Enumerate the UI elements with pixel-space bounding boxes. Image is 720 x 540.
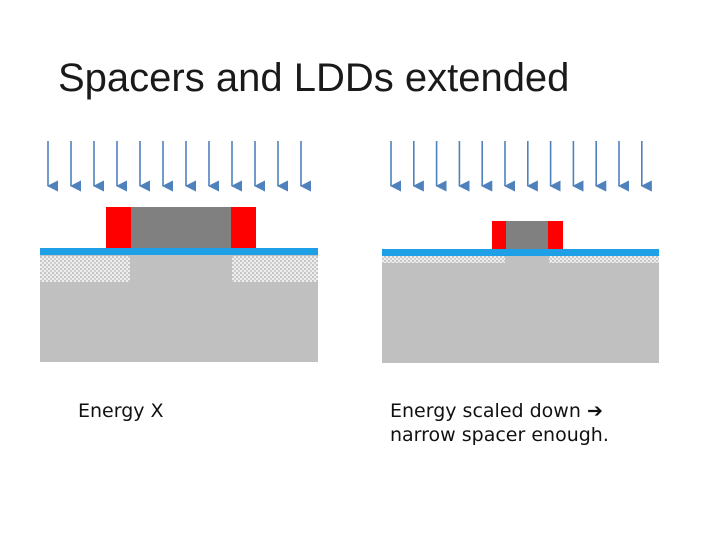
right-device: [382, 141, 659, 363]
right-source-ldd: [382, 256, 505, 263]
left-source-ldd: [40, 256, 130, 282]
left-oxide-layer: [40, 248, 318, 255]
right-drain-ldd: [549, 256, 659, 263]
right-spacer-left: [492, 221, 506, 249]
right-caption-line2: narrow spacer enough.: [390, 424, 609, 446]
left-drain-ldd: [232, 256, 318, 282]
slide-title: Spacers and LDDs extended: [58, 56, 570, 100]
left-device: [40, 141, 318, 362]
right-gate: [506, 221, 548, 249]
right-implant-arrows: [389, 141, 652, 192]
right-substrate: [382, 252, 659, 363]
left-spacer-left: [106, 207, 131, 248]
right-oxide-layer: [382, 249, 659, 256]
right-caption: Energy scaled down ➔ narrow spacer enoug…: [390, 399, 609, 447]
left-spacer-right: [231, 207, 256, 248]
right-arrow-icon: ➔: [586, 400, 603, 422]
left-gate: [131, 207, 231, 248]
left-caption: Energy X: [78, 400, 164, 422]
right-spacer-right: [548, 221, 563, 249]
right-caption-line1: Energy scaled down: [390, 400, 581, 422]
left-implant-arrows: [46, 141, 312, 192]
